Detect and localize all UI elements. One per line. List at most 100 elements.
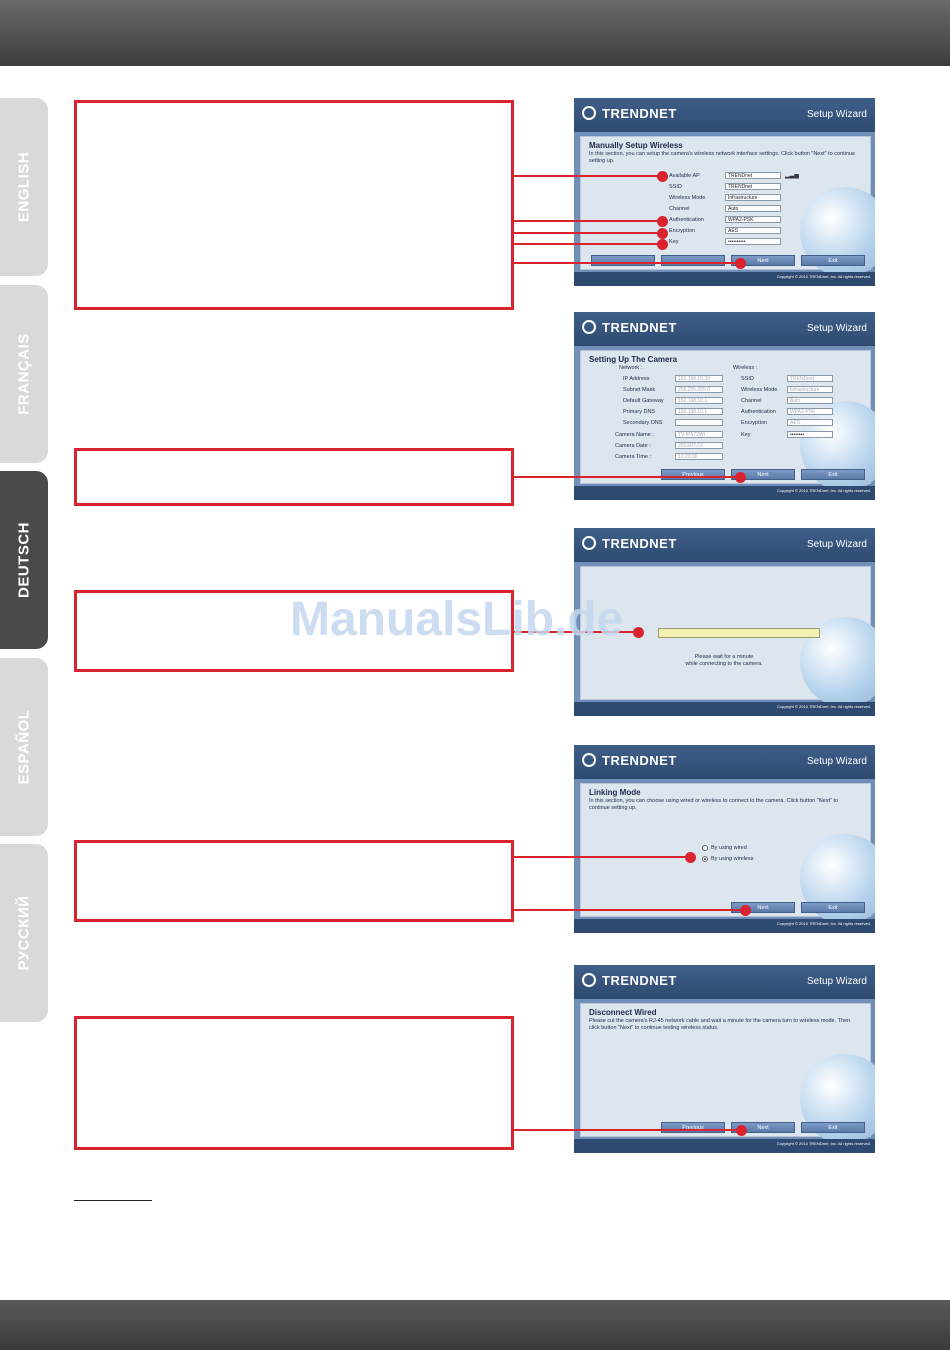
ip-address-field: 192.168.10.30 [675,375,723,382]
connector-line-available-ap [514,175,662,177]
exit-button[interactable]: Exit [801,902,865,913]
screenshot-setting-up-camera: TRENDNET Setup Wizard Setting Up The Cam… [574,312,875,500]
section-title: Linking Mode [589,788,641,797]
next-button[interactable]: Next [731,255,795,266]
encryption-field: AES [787,419,833,426]
callout-box-3 [74,590,514,672]
camera-date-field: 2010/07/16 [675,442,723,449]
camera-name-field: TV-IP572WI [675,431,723,438]
wired-radio[interactable] [702,845,708,851]
next-button[interactable]: Next [731,469,795,480]
connector-line-encryption [514,232,662,234]
ip-address-label: IP Address [623,376,650,382]
connector-line-next-2 [514,476,740,478]
tab-russian[interactable]: РУССКИЙ [0,844,48,1022]
copyright-text: Copyright © 2010 TRENDnet, Inc. All righ… [776,1141,871,1146]
next-button[interactable]: Next [731,1122,795,1133]
connector-line-key [514,243,662,245]
copyright-text: Copyright © 2010 TRENDnet, Inc. All righ… [776,274,871,279]
wizard-footer: Copyright © 2010 TRENDnet, Inc. All righ… [574,272,875,286]
channel-field: Auto [787,397,833,404]
screenshot-disconnect-wired: TRENDNET Setup Wizard Disconnect Wired P… [574,965,875,1153]
wizard-title: Setup Wizard [806,976,867,987]
copyright-text: Copyright © 2010 TRENDnet, Inc. All righ… [776,921,871,926]
camera-name-label: Camera Name : [615,432,654,438]
wizard-header: TRENDNET Setup Wizard [574,312,875,346]
encryption-label: Encryption [669,228,695,234]
wireless-mode-label: Wireless Mode [741,387,778,393]
wizard-header: TRENDNET Setup Wizard [574,745,875,779]
marker-dot-key [657,239,668,250]
wizard-title: Setup Wizard [806,109,867,120]
previous-button[interactable]: Previous [661,1122,725,1133]
authentication-select[interactable]: WPA2-PSK [725,216,781,223]
wireless-mode-field: Infrastructure [787,386,833,393]
wizard-header: TRENDNET Setup Wizard [574,528,875,562]
callout-box-1 [74,100,514,310]
tab-espanol[interactable]: ESPAÑOL [0,658,48,836]
section-description: In this section, you can choose using wi… [589,798,839,811]
wizard-panel: Setting Up The Camera Network : Wireless… [580,350,875,491]
ssid-field: TRENDnet [787,375,833,382]
wired-option-label: By using wired [711,845,747,851]
marker-dot-progress [633,627,644,638]
screenshot-connecting: TRENDNET Setup Wizard Please wait for a … [574,528,875,716]
wizard-header: TRENDNET Setup Wizard [574,965,875,999]
tab-english[interactable]: ENGLISH [0,98,48,276]
channel-label: Channel [669,206,690,212]
exit-button[interactable]: Exit [801,1122,865,1133]
callout-box-4 [74,840,514,922]
channel-select[interactable]: Auto [725,205,781,212]
connector-line-authentication [514,220,662,222]
camera-time-field: 10:23:00 [675,453,723,460]
tab-francais-label: FRANÇAIS [15,333,33,415]
previous-button[interactable]: Previous [661,469,725,480]
authentication-field: WPA2-PSK [787,408,833,415]
primary-dns-field: 192.168.10.1 [675,408,723,415]
connector-line-next-1 [514,262,740,264]
wireless-mode-select[interactable]: Infrastructure [725,194,781,201]
tab-english-label: ENGLISH [15,151,33,223]
trendnet-logo-icon [582,536,596,550]
available-ap-select[interactable]: TRENDnet [725,172,781,179]
authentication-label: Authentication [741,409,776,415]
subnet-mask-field: 255.255.255.0 [675,386,723,393]
tab-francais[interactable]: FRANÇAIS [0,285,48,463]
secondary-dns-label: Secondary DNS [623,420,663,426]
marker-dot-available-ap [657,171,668,182]
ssid-input[interactable]: TRENDnet [725,183,781,190]
encryption-select[interactable]: AES [725,227,781,234]
connector-line-progress [514,631,638,633]
callout-box-2 [74,448,514,506]
brand-logo-text: TRENDNET [602,973,677,988]
tab-deutsch-label: DEUTSCH [15,521,33,599]
tab-deutsch[interactable]: DEUTSCH [0,471,48,649]
copyright-text: Copyright © 2010 TRENDnet, Inc. All righ… [776,704,871,709]
exit-button[interactable]: Exit [801,255,865,266]
note-underline [74,1200,152,1201]
available-ap-label: Available AP [669,173,700,179]
brand-logo-text: TRENDNET [602,536,677,551]
section-description: In this section, you can setup the camer… [589,151,856,164]
top-banner [0,0,950,66]
wizard-panel: Disconnect Wired Please cut the camera's… [580,1003,875,1144]
channel-label: Channel [741,398,762,404]
wizard-title: Setup Wizard [806,323,867,334]
encryption-label: Encryption [741,420,767,426]
next-button[interactable]: Next [731,902,795,913]
bottom-banner [0,1300,950,1350]
wizard-panel: Manually Setup Wireless In this section,… [580,136,875,277]
disabled-button-1 [591,255,655,266]
connector-line-next-4 [514,909,740,911]
marker-dot-authentication [657,216,668,227]
wait-message-line2: while connecting to the camera. [685,661,763,667]
wireless-radio[interactable] [702,856,708,862]
key-field: •••••••• [787,431,833,438]
exit-button[interactable]: Exit [801,469,865,480]
wizard-footer: Copyright © 2010 TRENDnet, Inc. All righ… [574,702,875,716]
camera-time-label: Camera Time : [615,454,652,460]
section-title: Manually Setup Wireless [589,141,683,150]
section-description: Please cut the camera's RJ-45 network ca… [589,1018,851,1031]
wizard-footer: Copyright © 2010 TRENDnet, Inc. All righ… [574,1139,875,1153]
key-input[interactable]: •••••••••• [725,238,781,245]
